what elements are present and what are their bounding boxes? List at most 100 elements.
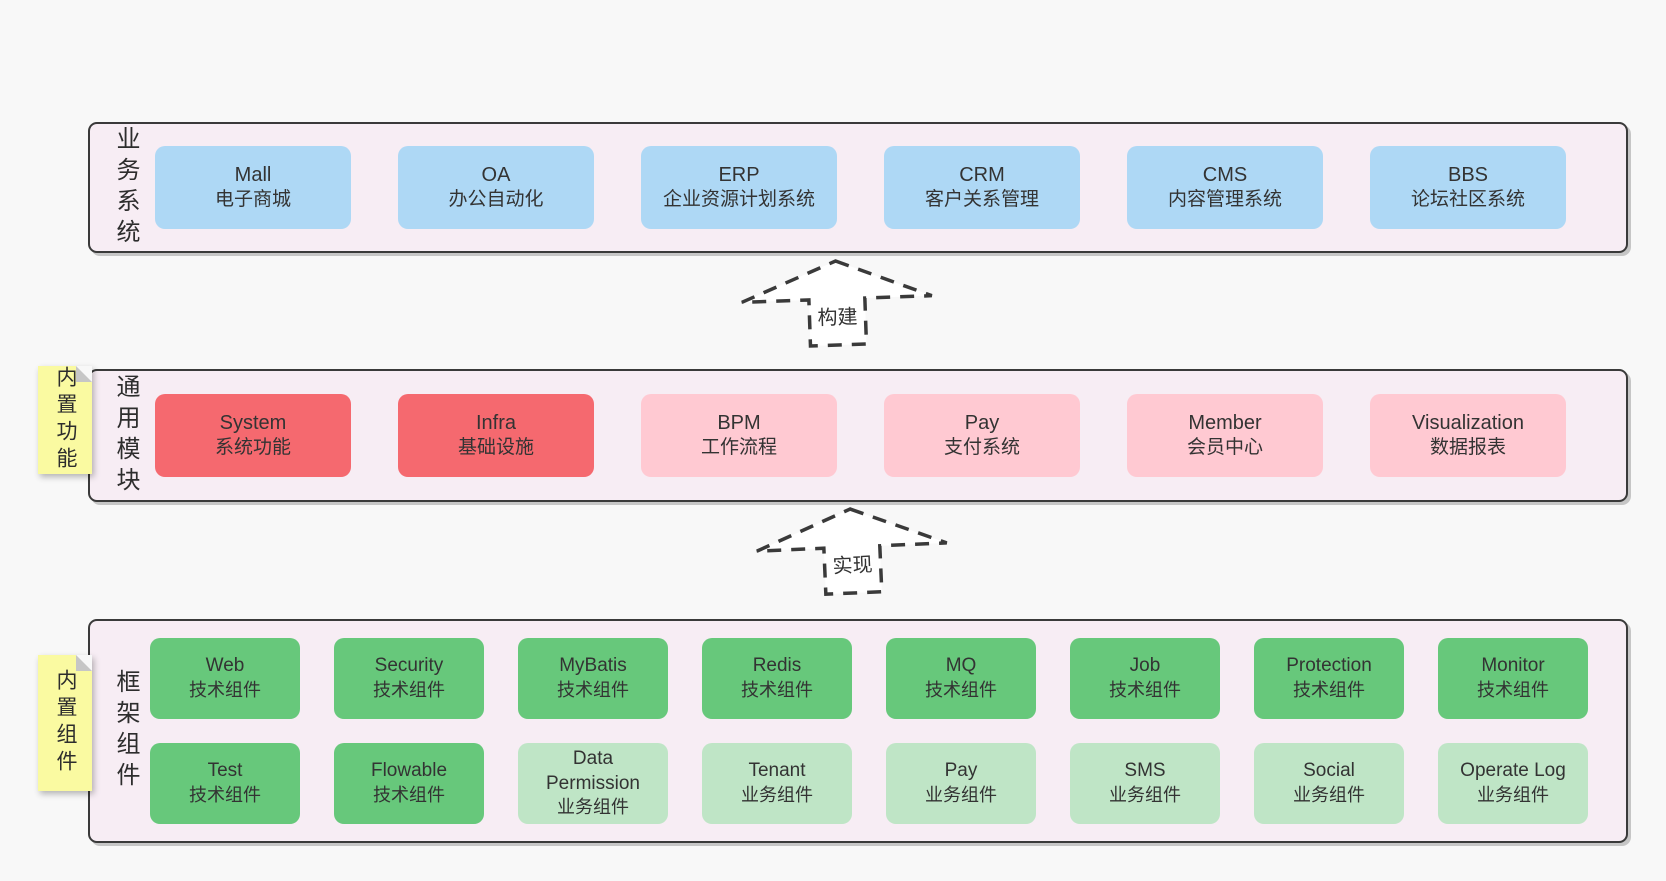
build-arrow: 构建	[735, 254, 938, 353]
box-title: Protection	[1286, 655, 1372, 677]
box-cms: CMS 内容管理系统	[1127, 146, 1323, 229]
box-title: Operate Log	[1460, 760, 1566, 782]
box-subtitle: 会员中心	[1186, 437, 1263, 459]
box-subtitle: 技术组件	[1477, 680, 1549, 701]
box-member: Member 会员中心	[1127, 394, 1323, 477]
box-mq: MQ 技术组件	[886, 638, 1036, 719]
box-subtitle: 技术组件	[189, 680, 261, 701]
box-subtitle: 客户关系管理	[924, 189, 1039, 211]
implement-arrow-label: 实现	[828, 547, 877, 579]
box-mybatis: MyBatis 技术组件	[518, 638, 668, 719]
box-title: Member	[1188, 412, 1262, 435]
box-mall: Mall 电子商城	[155, 146, 351, 229]
box-subtitle: 业务组件	[1109, 785, 1181, 806]
box-subtitle: 工作流程	[700, 437, 777, 459]
box-subtitle: 电子商城	[214, 189, 291, 211]
box-title: Job	[1129, 655, 1161, 677]
box-subtitle: 技术组件	[189, 785, 261, 806]
box-title: MyBatis	[559, 655, 627, 677]
box-title: Tenant	[748, 760, 806, 782]
box-title: Monitor	[1481, 655, 1545, 677]
box-web: Web 技术组件	[150, 638, 300, 719]
box-bpm: BPM 工作流程	[641, 394, 837, 477]
box-subtitle: 数据报表	[1429, 437, 1506, 459]
box-tenant: Tenant 业务组件	[702, 743, 852, 824]
box-title: Infra	[475, 412, 517, 435]
box-subtitle: 技术组件	[373, 785, 445, 806]
box-subtitle: 支付系统	[943, 437, 1020, 459]
box-subtitle: 技术组件	[557, 680, 629, 701]
box-subtitle: 论坛社区系统	[1410, 189, 1525, 211]
sticky-note-builtin-features: 内置功能	[38, 366, 92, 474]
box-oa: OA 办公自动化	[398, 146, 594, 229]
box-subtitle: 技术组件	[373, 680, 445, 701]
box-title: Data Permission	[546, 748, 640, 794]
box-title: BBS	[1447, 164, 1489, 187]
box-title: CMS	[1202, 164, 1248, 187]
box-title: Flowable	[370, 760, 448, 782]
box-sms: SMS 业务组件	[1070, 743, 1220, 824]
box-subtitle: 技术组件	[1293, 680, 1365, 701]
box-subtitle: 基础设施	[457, 437, 534, 459]
box-subtitle: 技术组件	[741, 680, 813, 701]
band-framework-components: 框架组件 Web 技术组件 Security 技术组件 MyBatis 技术组件…	[88, 619, 1628, 843]
box-subtitle: 办公自动化	[448, 189, 544, 211]
box-title: Visualization	[1412, 412, 1524, 435]
box-title: Web	[205, 655, 245, 677]
box-subtitle: 业务组件	[925, 785, 997, 806]
sticky-note-label: 内置组件	[54, 669, 77, 777]
box-job: Job 技术组件	[1070, 638, 1220, 719]
framework-row-1: Web 技术组件 Security 技术组件 MyBatis 技术组件 Redi…	[150, 638, 1588, 719]
box-flowable: Flowable 技术组件	[334, 743, 484, 824]
sticky-note-label: 内置功能	[54, 366, 77, 474]
box-title: Security	[374, 655, 444, 677]
box-protection: Protection 技术组件	[1254, 638, 1404, 719]
box-title: ERP	[718, 164, 760, 187]
box-title: Social	[1303, 760, 1355, 782]
box-crm: CRM 客户关系管理	[884, 146, 1080, 229]
implement-arrow: 实现	[750, 501, 954, 602]
box-title: MQ	[945, 655, 977, 677]
box-title: Pay	[964, 412, 1000, 435]
box-subtitle: 企业资源计划系统	[662, 189, 815, 211]
box-title: BPM	[717, 412, 761, 435]
box-security: Security 技术组件	[334, 638, 484, 719]
framework-row-2: Test 技术组件 Flowable 技术组件 Data Permission …	[150, 743, 1588, 824]
box-title: System	[219, 412, 287, 435]
box-title: Pay	[944, 760, 978, 782]
box-title: OA	[481, 164, 511, 187]
box-redis: Redis 技术组件	[702, 638, 852, 719]
band-common-modules: 通用模块 System 系统功能 Infra 基础设施 BPM 工作流程 Pay…	[88, 369, 1628, 502]
box-social: Social 业务组件	[1254, 743, 1404, 824]
band-framework-components-rows: Web 技术组件 Security 技术组件 MyBatis 技术组件 Redi…	[150, 638, 1588, 824]
box-system: System 系统功能	[155, 394, 351, 477]
build-arrow-label: 构建	[813, 300, 861, 331]
box-pay-business: Pay 业务组件	[886, 743, 1036, 824]
box-infra: Infra 基础设施	[398, 394, 594, 477]
band-business-systems: 业务系统 Mall 电子商城 OA 办公自动化 ERP 企业资源计划系统 CRM…	[88, 122, 1628, 253]
band-business-systems-row: Mall 电子商城 OA 办公自动化 ERP 企业资源计划系统 CRM 客户关系…	[155, 146, 1566, 229]
box-title: Redis	[752, 655, 802, 677]
box-erp: ERP 企业资源计划系统	[641, 146, 837, 229]
box-title: Test	[207, 760, 243, 782]
box-monitor: Monitor 技术组件	[1438, 638, 1588, 719]
box-subtitle: 业务组件	[1293, 785, 1365, 806]
box-pay: Pay 支付系统	[884, 394, 1080, 477]
sticky-note-builtin-components: 内置组件	[38, 655, 92, 791]
band-business-systems-label: 业务系统	[112, 125, 139, 250]
box-operate-log: Operate Log 业务组件	[1438, 743, 1588, 824]
box-test: Test 技术组件	[150, 743, 300, 824]
band-common-modules-label: 通用模块	[112, 373, 139, 498]
box-data-permission: Data Permission 业务组件	[518, 743, 668, 824]
band-common-modules-row: System 系统功能 Infra 基础设施 BPM 工作流程 Pay 支付系统…	[155, 394, 1566, 477]
box-title: CRM	[959, 164, 1005, 187]
box-bbs: BBS 论坛社区系统	[1370, 146, 1566, 229]
box-subtitle: 技术组件	[925, 680, 997, 701]
box-visualization: Visualization 数据报表	[1370, 394, 1566, 477]
box-subtitle: 技术组件	[1109, 680, 1181, 701]
box-subtitle: 业务组件	[557, 797, 629, 818]
box-subtitle: 业务组件	[1477, 785, 1549, 806]
box-title: SMS	[1124, 760, 1166, 782]
box-subtitle: 系统功能	[214, 437, 291, 459]
